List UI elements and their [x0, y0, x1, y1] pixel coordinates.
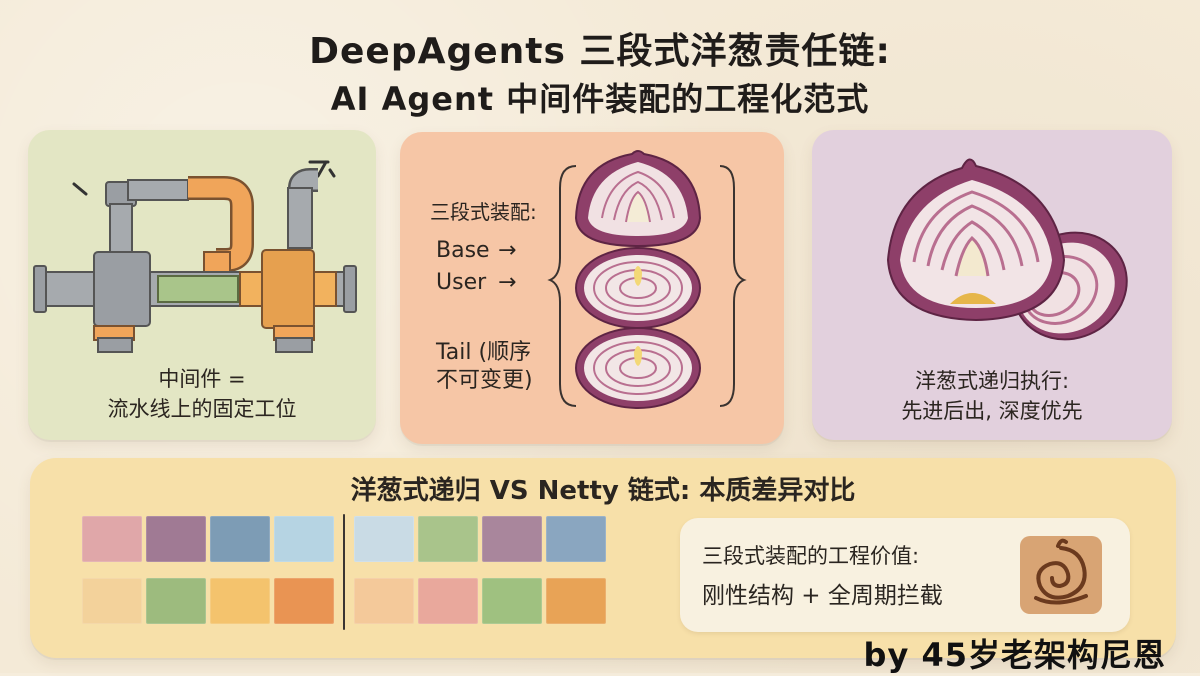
assembly-heading: 三段式装配:	[430, 200, 537, 224]
middleware-caption: 中间件 = 流水线上的固定工位	[28, 364, 376, 424]
netty-swatch	[418, 578, 478, 624]
onion-swatch	[82, 516, 142, 562]
halved-onion-illustration	[886, 158, 1128, 341]
tail-note: 不可变更)	[436, 368, 533, 393]
netty-swatch	[546, 516, 606, 562]
middleware-caption-line2: 流水线上的固定工位	[107, 397, 297, 421]
tail-onion-icon	[575, 327, 701, 409]
netty-swatch	[482, 578, 542, 624]
recursion-caption-line1: 洋葱式递归执行:	[914, 369, 1070, 393]
onion-swirl-icon	[1034, 538, 1088, 605]
user-onion-icon	[575, 247, 701, 329]
page-subtitle: AI Agent 中间件装配的工程化范式	[330, 80, 870, 118]
onion-swatch	[210, 516, 270, 562]
onion-swatch	[146, 516, 206, 562]
netty-swatch	[354, 516, 414, 562]
spark-marks-icon	[72, 160, 336, 196]
onion-swatch	[146, 578, 206, 624]
value-body: 刚性结构 + 全周期拦截	[702, 583, 943, 609]
pipe-illustration	[33, 160, 357, 353]
right-brace	[719, 165, 747, 407]
base-label: Base	[436, 238, 490, 263]
onion-swatch	[210, 578, 270, 624]
user-arrow: →	[498, 270, 517, 295]
onion-swatch	[82, 578, 142, 624]
netty-swatch	[482, 516, 542, 562]
page-title: DeepAgents 三段式洋葱责任链:	[309, 31, 891, 72]
author-signature: by 45岁老架构尼恩	[863, 636, 1166, 674]
base-onion-icon	[574, 150, 702, 248]
user-label: User	[436, 270, 487, 295]
base-arrow: →	[498, 238, 517, 263]
recursion-caption: 洋葱式递归执行: 先进后出, 深度优先	[812, 366, 1172, 426]
netty-swatch	[418, 516, 478, 562]
onion-stack-illustration	[547, 150, 747, 409]
recursion-caption-line2: 先进后出, 深度优先	[901, 399, 1083, 423]
comparison-divider	[343, 514, 345, 630]
value-heading: 三段式装配的工程价值:	[702, 544, 920, 568]
left-brace	[547, 165, 577, 407]
onion-swatch	[274, 516, 334, 562]
front-onion-half-icon	[886, 158, 1066, 322]
tail-label: Tail (顺序	[436, 340, 532, 365]
netty-swatch	[354, 578, 414, 624]
comparison-title: 洋葱式递归 VS Netty 链式: 本质差异对比	[350, 476, 856, 506]
netty-swatch	[546, 578, 606, 624]
middleware-caption-line1: 中间件 =	[158, 367, 246, 391]
onion-swatch	[274, 578, 334, 624]
